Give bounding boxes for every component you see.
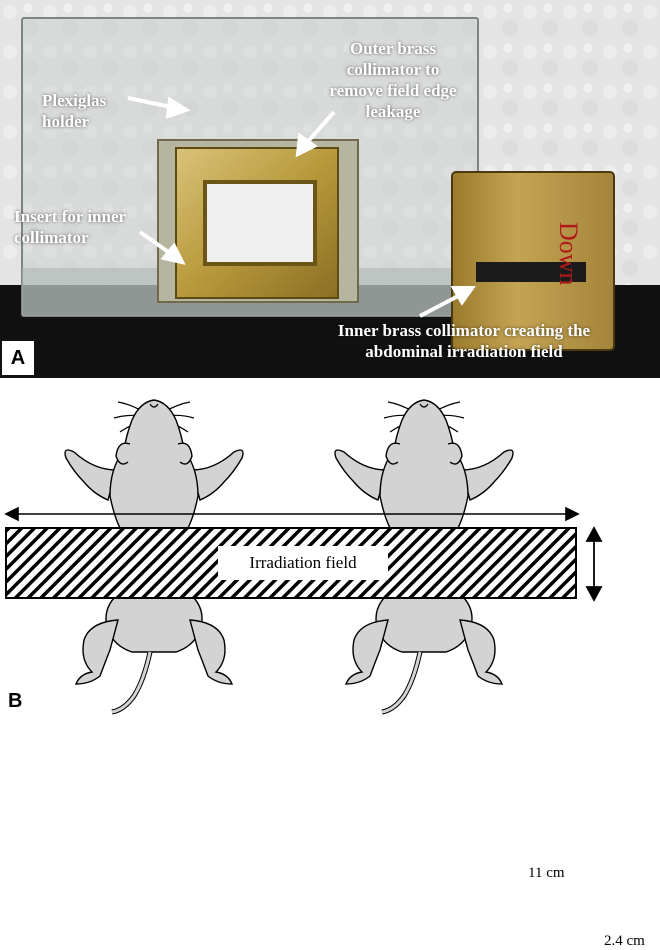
handwriting-down: Down <box>554 222 583 286</box>
panel-label-b: B <box>8 690 23 712</box>
height-label: 2.4 cm <box>604 933 645 949</box>
photo-panel-a: Down Plexiglas holder Outer brass collim… <box>0 0 660 378</box>
width-dimension-arrow <box>4 506 580 522</box>
callout-outer-collimator: Outer brass collimator to remove field e… <box>329 39 457 121</box>
collimator-photo: Down <box>0 0 660 378</box>
width-label: 11 cm <box>528 865 565 881</box>
arrow-inner <box>419 292 463 318</box>
callout-insert: Insert for inner collimator <box>14 207 126 247</box>
inner-brass-collimator <box>451 171 615 351</box>
panel-label-a: A <box>2 341 34 375</box>
callout-plexiglas: Plexiglas holder <box>42 91 107 131</box>
irradiation-field-label: Irradiation field <box>218 546 388 580</box>
callout-inner-collimator: Inner brass collimator creating the abdo… <box>337 321 591 361</box>
height-dimension-arrow <box>585 526 603 602</box>
